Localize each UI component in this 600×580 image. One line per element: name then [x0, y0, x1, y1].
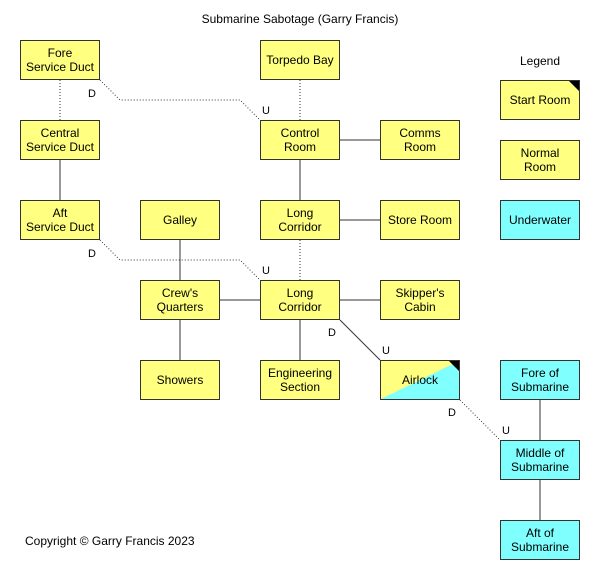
room-engineering-section[interactable]: Engineering Section	[260, 360, 340, 400]
link-aft-duct-long-lower	[99, 239, 261, 281]
room-label: Aft of Submarine	[510, 526, 570, 554]
room-label: Long Corridor	[278, 206, 322, 234]
room-label: Engineering Section	[267, 366, 333, 394]
legend-label: Normal Room	[520, 146, 560, 174]
map-title: Submarine Sabotage (Garry Francis)	[201, 12, 399, 26]
start-room-marker-icon	[449, 361, 459, 371]
link-fore-duct-control	[99, 79, 261, 121]
room-label: Fore of Submarine	[510, 366, 570, 394]
room-label: Control Room	[280, 126, 320, 154]
room-torpedo-bay[interactable]: Torpedo Bay	[260, 40, 340, 80]
room-store-room[interactable]: Store Room	[380, 200, 460, 240]
dir-label-u: U	[262, 265, 270, 277]
dir-label-d: D	[448, 407, 456, 419]
dir-label-d: D	[328, 327, 336, 339]
legend-label: Start Room	[509, 93, 571, 107]
copyright-notice: Copyright © Garry Francis 2023	[25, 534, 195, 548]
room-control-room[interactable]: Control Room	[260, 120, 340, 160]
legend-title: Legend	[519, 54, 561, 68]
legend-label: Underwater	[508, 213, 572, 227]
dir-label-u: U	[382, 345, 390, 357]
room-label: Fore Service Duct	[25, 46, 95, 74]
dir-label-u: U	[502, 425, 510, 437]
room-label: Store Room	[387, 213, 453, 227]
room-showers[interactable]: Showers	[140, 360, 220, 400]
room-label: Comms Room	[399, 126, 441, 154]
room-aft-of-submarine[interactable]: Aft of Submarine	[500, 520, 580, 560]
room-fore-of-submarine[interactable]: Fore of Submarine	[500, 360, 580, 400]
room-aft-service-duct[interactable]: Aft Service Duct	[20, 200, 100, 240]
room-skippers-cabin[interactable]: Skipper's Cabin	[380, 280, 460, 320]
room-label: Airlock	[401, 373, 438, 387]
room-long-corridor-lower[interactable]: Long Corridor	[260, 280, 340, 320]
room-label: Crew's Quarters	[156, 286, 204, 314]
room-label: Galley	[162, 213, 197, 227]
link-long-lower-airlock	[339, 319, 381, 361]
room-label: Showers	[156, 373, 204, 387]
room-label: Skipper's Cabin	[395, 286, 445, 314]
dir-label-u: U	[262, 105, 270, 117]
room-label: Long Corridor	[278, 286, 322, 314]
room-central-service-duct[interactable]: Central Service Duct	[20, 120, 100, 160]
room-label: Torpedo Bay	[266, 53, 334, 67]
legend-normal-room: Normal Room	[500, 140, 580, 180]
dir-label-d: D	[88, 88, 96, 100]
room-comms-room[interactable]: Comms Room	[380, 120, 460, 160]
room-label: Central Service Duct	[25, 126, 95, 154]
legend-start-room: Start Room	[500, 80, 580, 120]
legend-underwater: Underwater	[500, 200, 580, 240]
dir-label-d: D	[88, 248, 96, 260]
room-airlock[interactable]: Airlock	[380, 360, 460, 400]
room-long-corridor-upper[interactable]: Long Corridor	[260, 200, 340, 240]
link-airlock-middle-sub	[459, 399, 501, 441]
start-room-marker-icon	[569, 81, 579, 91]
room-galley[interactable]: Galley	[140, 200, 220, 240]
room-label: Aft Service Duct	[25, 206, 95, 234]
room-middle-of-submarine[interactable]: Middle of Submarine	[500, 440, 580, 480]
room-fore-service-duct[interactable]: Fore Service Duct	[20, 40, 100, 80]
room-label: Middle of Submarine	[510, 446, 570, 474]
room-crews-quarters[interactable]: Crew's Quarters	[140, 280, 220, 320]
